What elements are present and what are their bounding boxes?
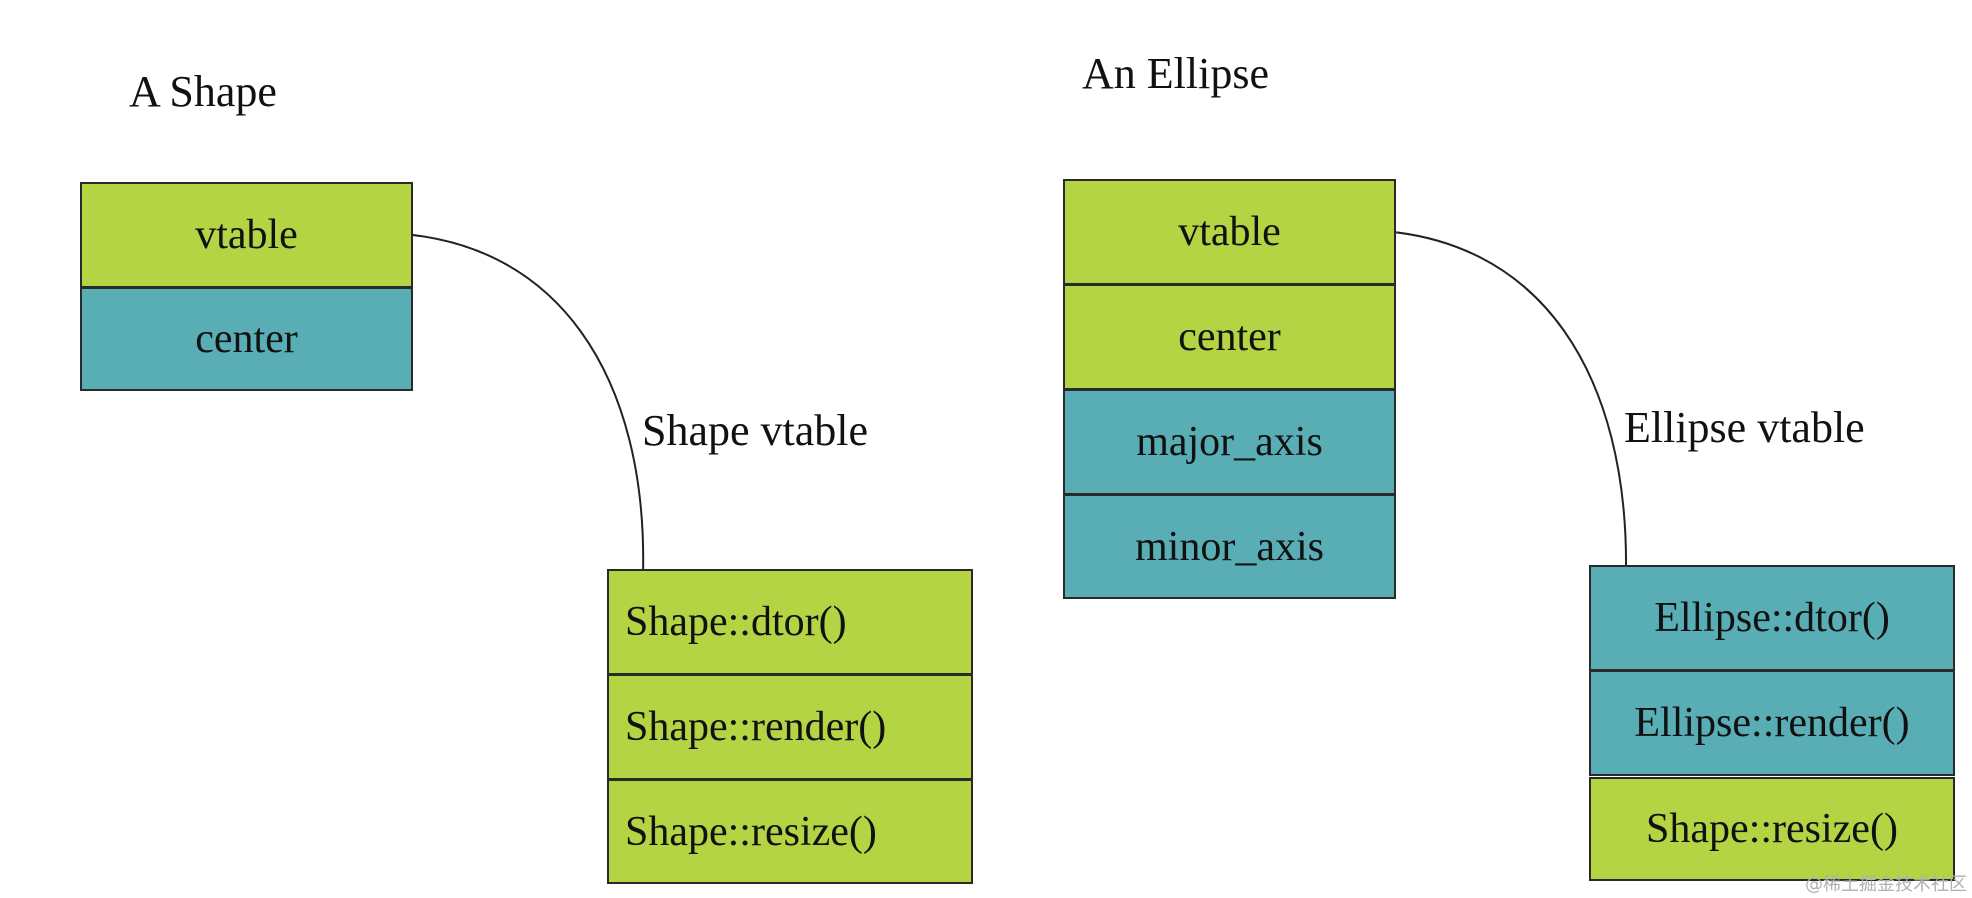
shape-vtable-entry-render: Shape::render() [607, 674, 973, 780]
ellipse-vtable-label: Ellipse vtable [1624, 403, 1865, 452]
shape-object-title: A Shape [129, 67, 277, 116]
ellipse-field-vtable: vtable [1063, 179, 1396, 285]
shape-vtable-entry-dtor: Shape::dtor() [607, 569, 973, 675]
ellipse-field-minor-axis: minor_axis [1063, 494, 1396, 599]
shape-field-center: center [80, 287, 413, 391]
shape-vtable-pointer-arrow [379, 232, 652, 580]
ellipse-vtable-pointer-arrow [1361, 229, 1635, 575]
watermark-text: @稀土掘金技术社区 [1805, 874, 1967, 895]
ellipse-field-center: center [1063, 284, 1396, 390]
ellipse-vtable-entry-render: Ellipse::render() [1589, 670, 1955, 776]
ellipse-object-title: An Ellipse [1082, 49, 1269, 98]
ellipse-vtable-entry-resize: Shape::resize() [1589, 777, 1955, 881]
shape-vtable-entry-resize: Shape::resize() [607, 779, 973, 884]
ellipse-vtable-entry-dtor: Ellipse::dtor() [1589, 565, 1955, 671]
shape-field-vtable: vtable [80, 182, 413, 288]
ellipse-field-major-axis: major_axis [1063, 389, 1396, 495]
shape-vtable-label: Shape vtable [642, 406, 869, 455]
